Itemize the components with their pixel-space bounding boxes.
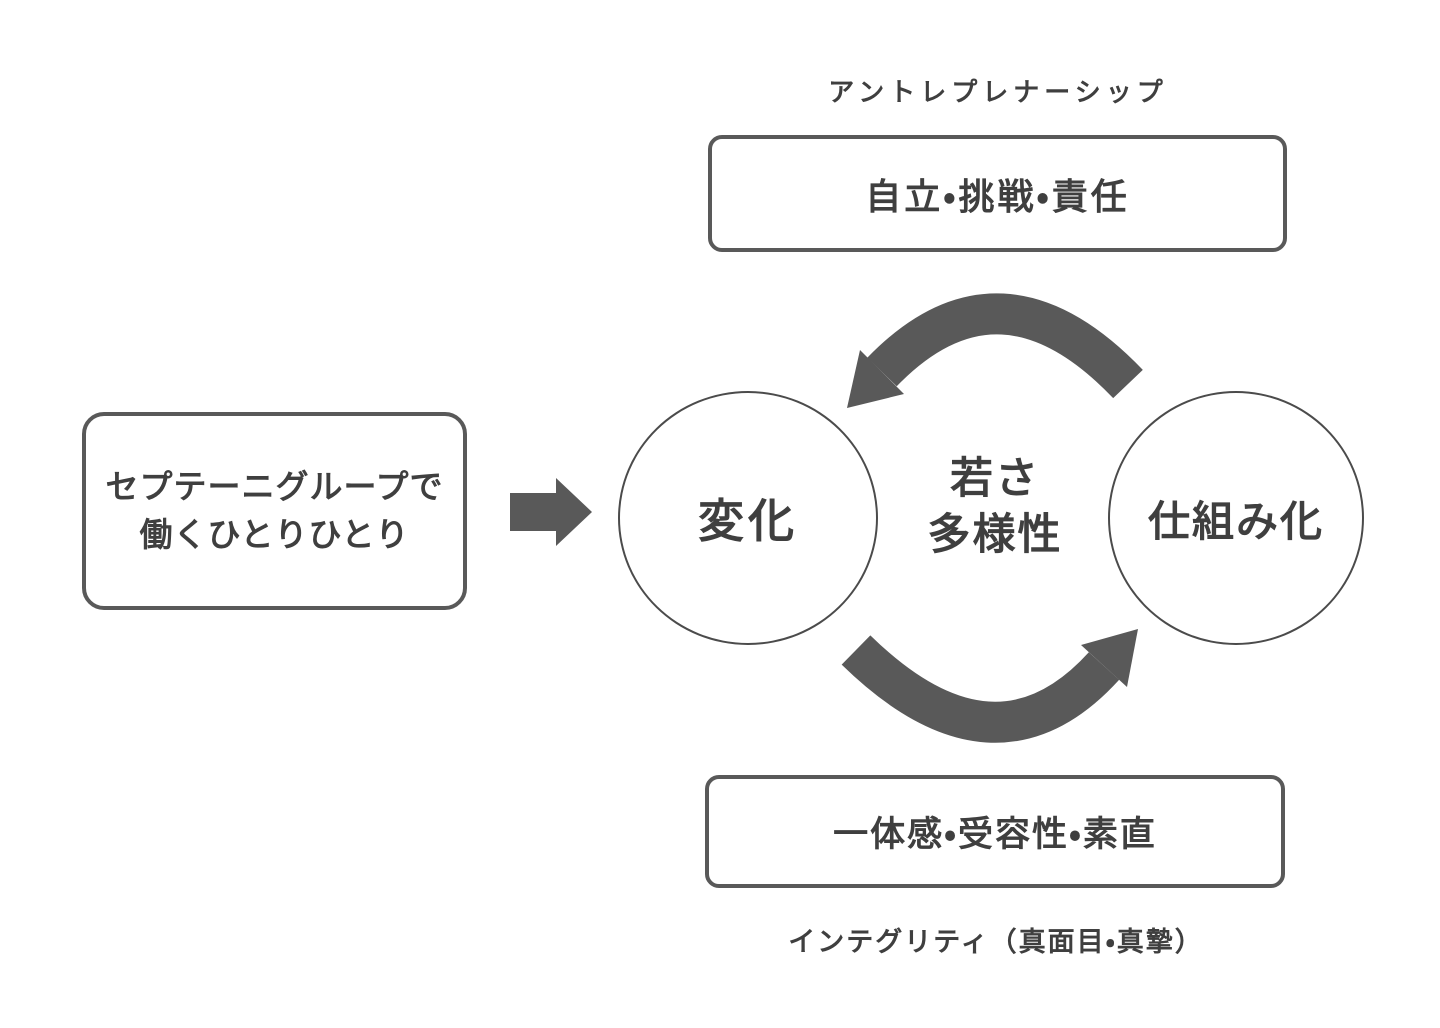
top-label-entrepreneurship: アントレプレナーシップ <box>828 78 1168 108</box>
cycle-arrow-bottom-icon <box>841 635 1120 743</box>
top-values-box: 自立・挑戦・責任 <box>708 135 1287 252</box>
source-box: セプテーニグループで 働くひとりひとり <box>82 412 467 610</box>
center-keywords-line2: 多様性 <box>927 509 1063 560</box>
top-values-text: 自立・挑戦・責任 <box>865 176 1130 218</box>
systematization-circle-text: 仕組み化 <box>1147 496 1324 546</box>
bottom-label-integrity: インテグリティ（真面目・真摯） <box>788 927 1204 958</box>
cycle-arrow-top-icon <box>867 293 1143 399</box>
center-keywords: 若さ 多様性 <box>875 452 1115 564</box>
change-circle-text: 変化 <box>698 494 798 548</box>
source-box-line2: 働くひとりひとり <box>139 515 410 554</box>
bottom-values-text: 一体感・受容性・素直 <box>833 815 1157 855</box>
change-circle: 変化 <box>618 391 878 645</box>
cycle-arrow-top-head-icon <box>847 350 904 408</box>
cycle-arrow-bottom-head-icon <box>1081 629 1138 687</box>
source-box-line1: セプテーニグループで <box>105 467 444 507</box>
right-arrow-icon <box>510 478 592 546</box>
systematization-circle: 仕組み化 <box>1108 391 1364 645</box>
center-keywords-line1: 若さ <box>950 454 1040 504</box>
bottom-values-box: 一体感・受容性・素直 <box>705 775 1285 888</box>
